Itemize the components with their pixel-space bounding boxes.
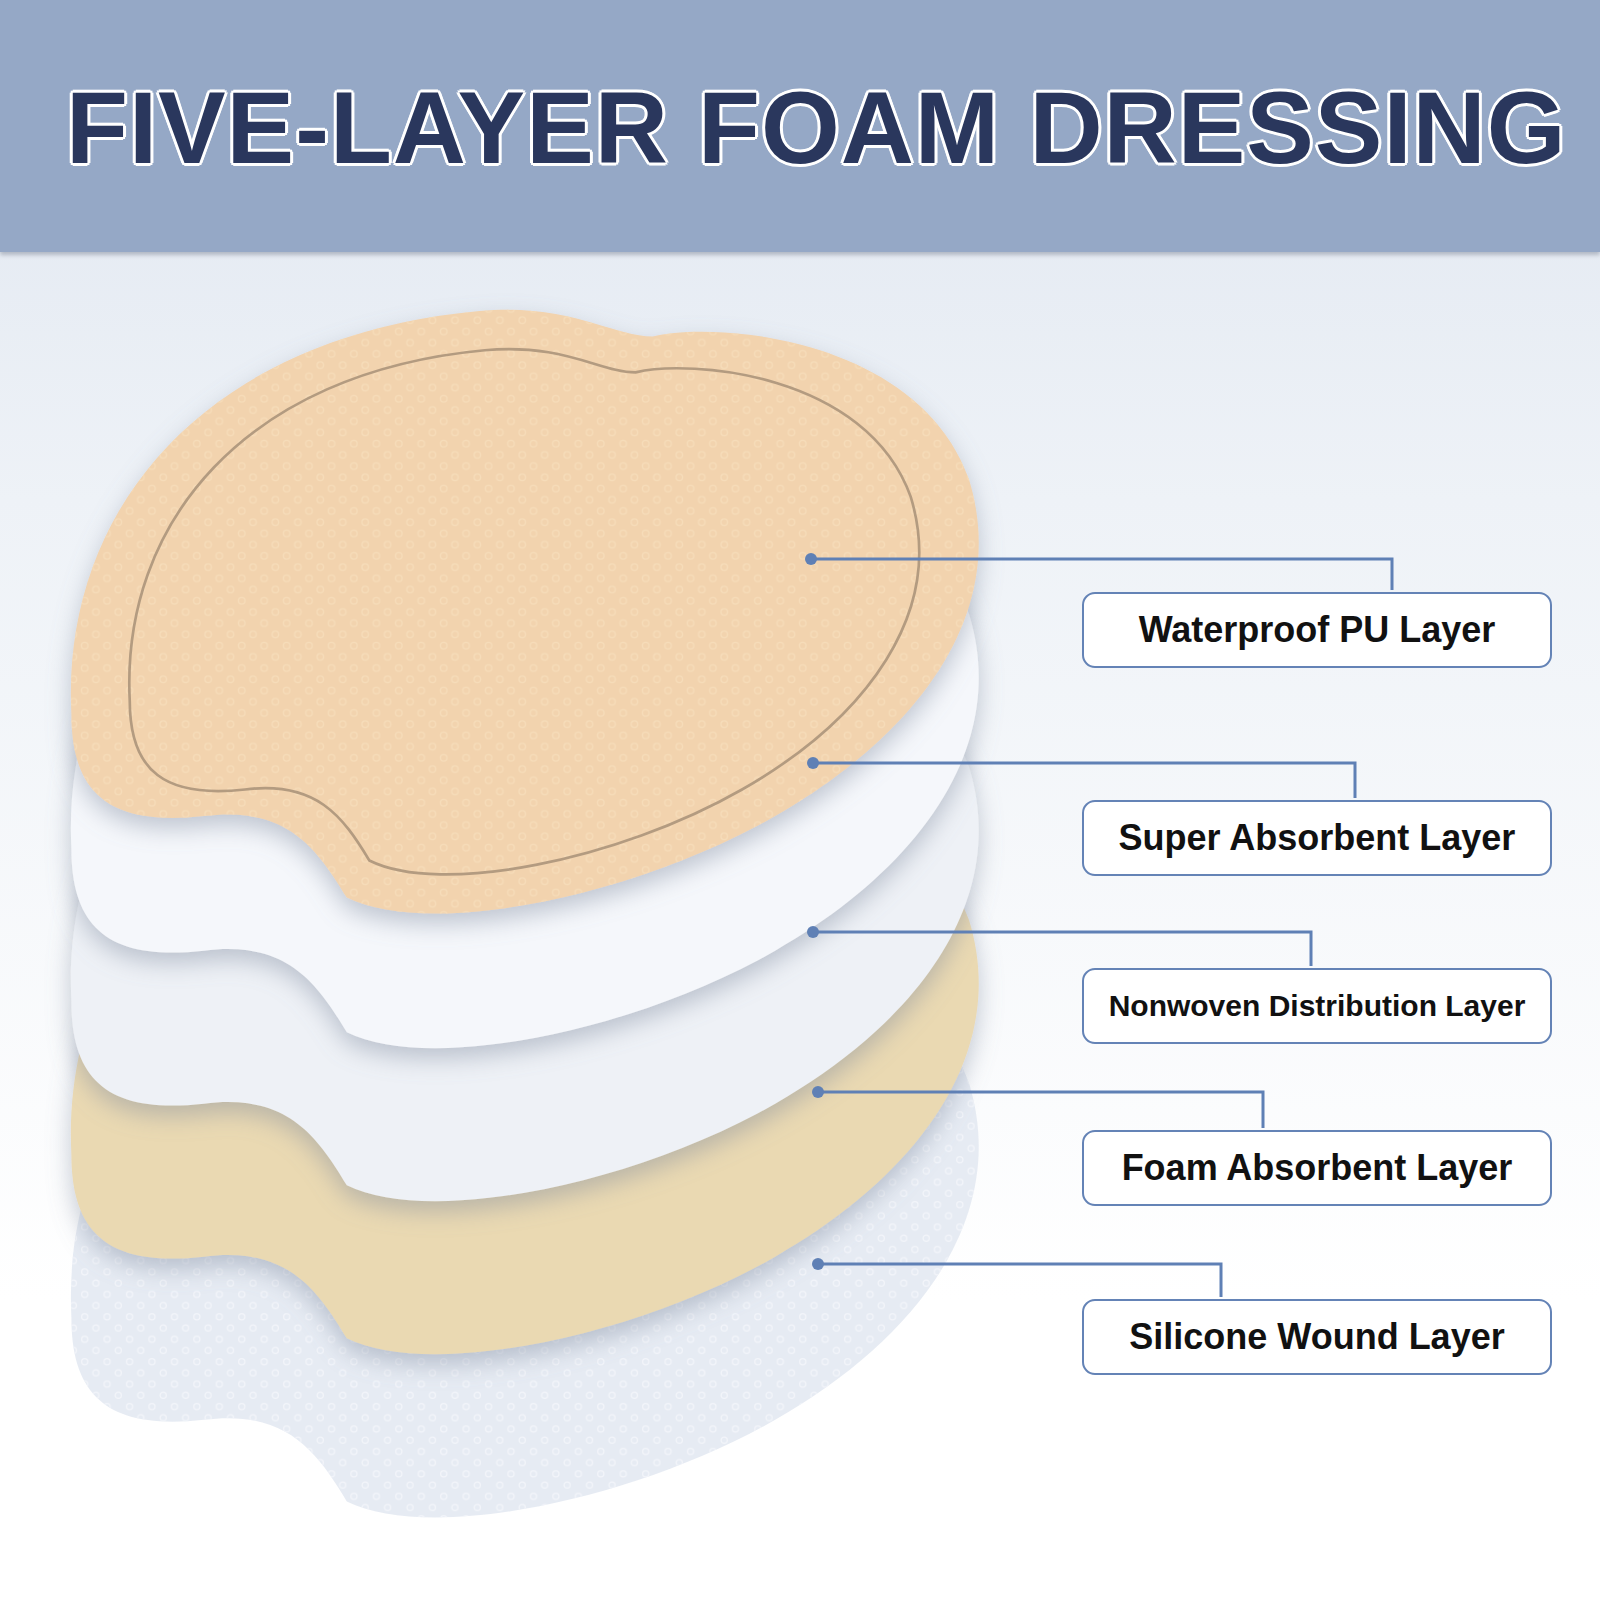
layer-label: Silicone Wound Layer <box>1129 1316 1504 1358</box>
layer-label-box: Super Absorbent Layer <box>1082 800 1552 876</box>
layer-label: Nonwoven Distribution Layer <box>1109 989 1526 1023</box>
layer-label: Super Absorbent Layer <box>1119 817 1516 859</box>
diagram-title: FIVE-LAYER FOAM DRESSING <box>66 70 1566 186</box>
layer-label-box: Foam Absorbent Layer <box>1082 1130 1552 1206</box>
layer-label: Foam Absorbent Layer <box>1122 1147 1513 1189</box>
leader-dots <box>805 553 824 1270</box>
layer-label-box: Waterproof PU Layer <box>1082 592 1552 668</box>
layer-label-box: Nonwoven Distribution Layer <box>1082 968 1552 1044</box>
layer-label: Waterproof PU Layer <box>1139 609 1496 651</box>
layer-label-box: Silicone Wound Layer <box>1082 1299 1552 1375</box>
